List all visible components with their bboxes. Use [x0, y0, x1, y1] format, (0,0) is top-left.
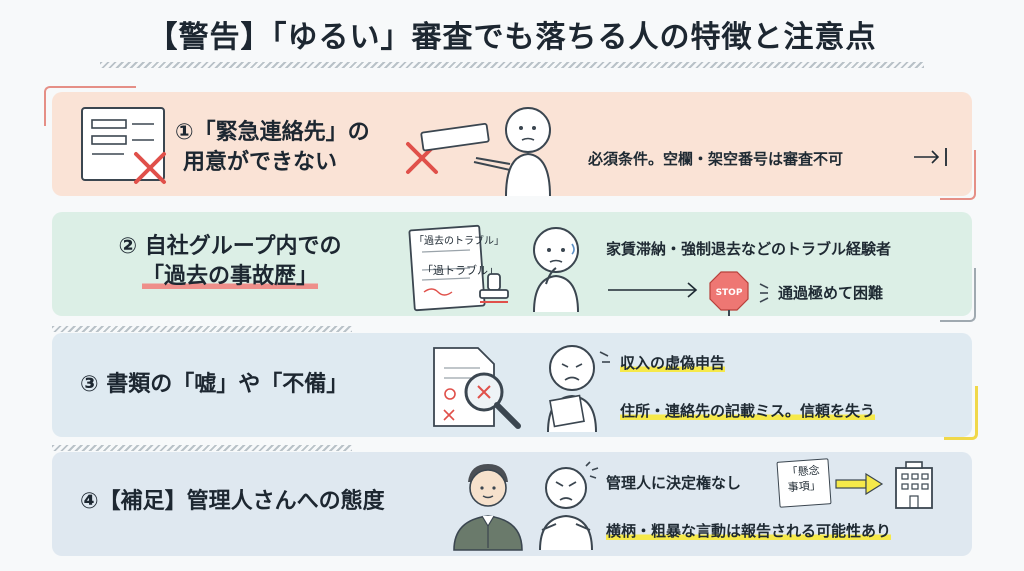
blank-field-icon [420, 122, 490, 152]
item2-heading-line2-wrap: 「過去の事故歴」 [80, 262, 380, 292]
arrow-icon [608, 282, 698, 298]
item2-heading-line2: 「過去の事故歴」 [141, 263, 318, 289]
concern-card-line2: 事項」 [787, 479, 822, 495]
panel3-bracket-right [944, 386, 978, 440]
item3-note1: 収入の虚偽申告 [620, 352, 726, 373]
arrow-icon [914, 148, 947, 166]
item4-heading: ④【補足】管理人さんへの態度 [80, 489, 385, 514]
item3-heading: ③ 書類の「嘘」や「不備」 [80, 372, 349, 397]
item2-heading-line1: ② 自社グループ内での [118, 234, 342, 259]
item3-note2-text: 住所・連絡先の記載ミス。信頼を失う [620, 402, 876, 420]
frowning-person-icon [547, 345, 597, 433]
panel1-bracket [44, 86, 136, 126]
panel1-bracket-right [940, 150, 976, 200]
stop-sign-label: STOP [716, 288, 743, 298]
panel4-divider [52, 445, 352, 451]
doc-label-2: 「過トラブル」 [422, 264, 499, 277]
manager-icon [453, 464, 523, 551]
item2-note2: 通過極めて困難 [778, 284, 884, 302]
x-mark-icon [134, 152, 166, 184]
item4-note2: 横柄・粗暴な言動は報告される可能性あり [606, 520, 892, 541]
stop-sign-icon: STOP [709, 271, 749, 316]
emphasis-marks-icon [599, 351, 610, 363]
angry-person-icon [539, 461, 599, 551]
item1-heading-line1: ①「緊急連絡先」の [175, 120, 370, 145]
item4-note1: 管理人に決定権なし [606, 474, 742, 492]
doc-label-1: 「過去のトラブル」 [414, 236, 504, 247]
item2-note1: 家賃滞納・強制退去などのトラブル経験者 [606, 240, 892, 258]
magnifier-icon [464, 372, 521, 429]
worried-person-icon [533, 227, 579, 313]
emphasis-marks-icon [759, 283, 769, 303]
person-icon [473, 107, 551, 197]
stamp-icon [479, 273, 509, 303]
item1-note: 必須条件。空欄・架空番号は審査不可 [588, 150, 844, 168]
item4-note2-text: 横柄・粗暴な言動は報告される可能性あり [606, 522, 892, 540]
page-title: 【警告】「ゆるい」審査でも落ちる人の特徴と注意点 [147, 20, 877, 55]
panel2-bracket-right [940, 268, 976, 322]
building-icon [895, 461, 933, 509]
title-divider [100, 62, 924, 68]
arrow-icon [835, 472, 884, 496]
item3-note1-text: 収入の虚偽申告 [620, 354, 726, 372]
concern-card: 「懸念 事項」 [776, 458, 832, 508]
item2-heading: ② 自社グループ内での 「過去の事故歴」 [80, 232, 380, 291]
item1-heading-line2: 用意ができない [183, 149, 338, 175]
document-icon [408, 224, 486, 312]
item3-note2: 住所・連絡先の記載ミス。信頼を失う [620, 400, 876, 421]
panel3-divider [52, 326, 352, 332]
item1-heading: ①「緊急連絡先」の 用意ができない [175, 118, 370, 177]
